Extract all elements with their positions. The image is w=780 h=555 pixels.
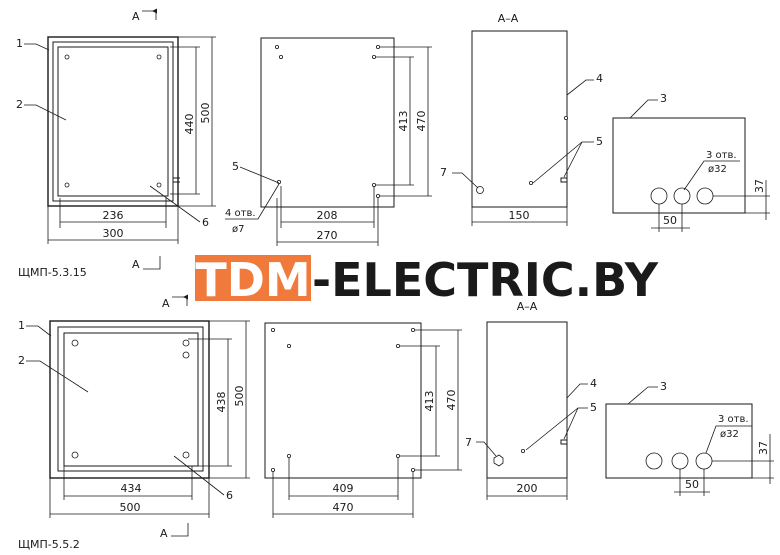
model-2-front-dims: 434 500 438 500 — [49, 320, 250, 518]
watermark-prefix: TDM — [195, 253, 310, 307]
callout-label: 7 — [465, 436, 472, 449]
dim-depth: 200 — [517, 482, 538, 495]
model-1-back-dims: 5 4 отв. ø7 208 270 413 470 — [225, 46, 432, 246]
dim-back-hole-spacing-width: 409 — [333, 482, 354, 495]
mount-holes-diameter: ø7 — [232, 224, 244, 235]
mount-holes-count: 4 отв. — [225, 208, 256, 219]
dim-bottom-hole-pitch: 50 — [663, 214, 677, 227]
model-2-back-view — [264, 322, 422, 479]
watermark: TDM -ELECTRIC.BY — [195, 253, 659, 307]
section-mark-label: A — [162, 297, 170, 310]
model-1-section-mark-top: A — [132, 8, 157, 23]
dim-back-width: 470 — [333, 501, 354, 514]
model-2-section-view: A–A 4 5 7 200 — [465, 300, 597, 500]
callout-label: 4 — [590, 377, 597, 390]
model-2-section-mark-bottom: A — [160, 523, 189, 540]
dim-front-inner-height: 440 — [183, 114, 196, 135]
section-view-title: A–A — [498, 12, 519, 25]
dim-back-height: 470 — [445, 390, 458, 411]
dim-front-inner-height: 438 — [215, 392, 228, 413]
bottom-holes-count: 3 отв. — [718, 414, 749, 425]
callout-label: 3 — [660, 92, 667, 105]
dim-back-hole-spacing-width: 208 — [317, 209, 338, 222]
model-2-front-view — [49, 320, 210, 479]
model-1-back-view — [260, 37, 395, 208]
dim-front-outer-height: 500 — [233, 386, 246, 407]
callout-label: 1 — [18, 319, 25, 332]
bottom-holes-count: 3 отв. — [706, 150, 737, 161]
dim-depth: 150 — [509, 209, 530, 222]
dim-back-hole-spacing-height: 413 — [423, 391, 436, 412]
dim-bottom-hole-height: 37 — [757, 441, 770, 455]
model-1-drawing: A A 1 2 6 — [16, 8, 770, 279]
model-1-bottom-view: 3 3 отв. ø32 50 37 — [612, 92, 770, 232]
model-2-drawing: A A 1 2 6 — [18, 294, 774, 551]
dim-bottom-hole-pitch: 50 — [685, 478, 699, 491]
model-1-callouts-front: 1 2 6 — [16, 37, 209, 229]
model-1-name: ЩМП-5.3.15 — [18, 266, 87, 279]
dim-bottom-hole-height: 37 — [753, 179, 766, 193]
callout-label: 5 — [590, 401, 597, 414]
dim-front-outer-width: 500 — [120, 501, 141, 514]
dim-back-height: 470 — [415, 111, 428, 132]
callout-label: 3 — [660, 380, 667, 393]
callout-label: 6 — [202, 216, 209, 229]
dim-front-outer-height: 500 — [199, 103, 212, 124]
dim-back-width: 270 — [317, 229, 338, 242]
model-1-front-dims: 236 300 440 500 — [47, 36, 216, 244]
section-mark-label: A — [132, 258, 140, 271]
callout-label: 5 — [232, 160, 239, 173]
model-2-section-mark-top: A — [162, 294, 188, 310]
dim-back-hole-spacing-height: 413 — [397, 111, 410, 132]
callout-label: 5 — [596, 135, 603, 148]
callout-label: 6 — [226, 489, 233, 502]
bottom-holes-diameter: ø32 — [708, 164, 727, 175]
dim-front-inner-width: 434 — [121, 482, 142, 495]
watermark-suffix: -ELECTRIC.BY — [312, 253, 659, 307]
model-1-front-view — [47, 36, 180, 207]
section-mark-label: A — [160, 527, 168, 540]
callout-label: 7 — [440, 166, 447, 179]
model-1-section-view: A–A 4 5 7 150 — [440, 12, 603, 226]
section-mark-label: A — [132, 10, 140, 23]
model-2-name: ЩМП-5.5.2 — [18, 538, 80, 551]
section-view-title: A–A — [517, 300, 538, 313]
model-1-section-mark-bottom: A — [132, 256, 161, 271]
callout-label: 2 — [16, 98, 23, 111]
callout-label: 4 — [596, 72, 603, 85]
model-2-back-dims: 409 470 413 470 — [272, 329, 462, 518]
bottom-holes-diameter: ø32 — [720, 429, 739, 440]
dim-front-inner-width: 236 — [103, 209, 124, 222]
watermark-badge — [195, 255, 311, 301]
model-2-bottom-view: 3 3 отв. ø32 50 37 — [605, 380, 774, 496]
dim-front-outer-width: 300 — [103, 227, 124, 240]
callout-label: 2 — [18, 354, 25, 367]
callout-label: 1 — [16, 37, 23, 50]
model-2-callouts-front: 1 2 6 — [18, 319, 233, 502]
